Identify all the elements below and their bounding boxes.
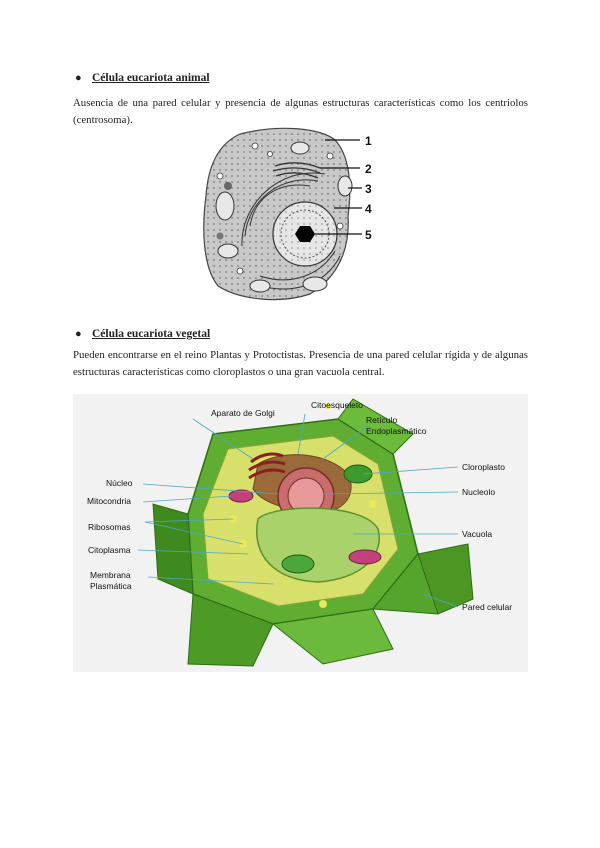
label-membrane-1: Membrana bbox=[90, 570, 131, 580]
animal-cell-description: Ausencia de una pared celular y presenci… bbox=[73, 95, 528, 129]
label-cytoplasm: Citoplasma bbox=[88, 545, 131, 555]
label-1: 1 bbox=[365, 134, 372, 148]
label-golgi: Aparato de Golgi bbox=[211, 408, 275, 418]
animal-cell-diagram: 1 2 3 4 5 bbox=[200, 126, 390, 304]
label-ribosomes: Ribosomas bbox=[88, 522, 131, 532]
plant-cell-description: Pueden encontrarse en el reino Plantas y… bbox=[73, 347, 528, 381]
bullet-icon: ● bbox=[75, 328, 82, 340]
animal-cell-heading-text: Célula eucariota animal bbox=[92, 72, 210, 84]
bullet-icon: ● bbox=[75, 72, 82, 84]
label-chloroplast: Cloroplasto bbox=[462, 462, 505, 472]
label-5: 5 bbox=[365, 228, 372, 242]
label-vacuole: Vacuola bbox=[462, 529, 492, 539]
animal-cell-heading: ● Célula eucariota animal bbox=[92, 72, 210, 84]
label-cytoskeleton: Citoesqueleto bbox=[311, 400, 363, 410]
plant-cell-diagram: Aparato de Golgi Citoesqueleto Retículo … bbox=[73, 394, 528, 672]
label-4: 4 bbox=[365, 202, 372, 216]
label-3: 3 bbox=[365, 182, 372, 196]
plant-cell-heading: ● Célula eucariota vegetal bbox=[92, 328, 210, 340]
label-2: 2 bbox=[365, 162, 372, 176]
label-cell-wall: Pared celular bbox=[462, 602, 512, 612]
label-membrane-2: Plasmática bbox=[90, 581, 132, 591]
label-er-1: Retículo bbox=[366, 415, 397, 425]
label-mitochondria: Mitocondria bbox=[87, 496, 131, 506]
label-er-2: Endoplasmático bbox=[366, 426, 427, 436]
label-nucleus: Núcleo bbox=[106, 478, 133, 488]
plant-cell-heading-text: Célula eucariota vegetal bbox=[92, 328, 210, 340]
label-nucleolus: Nucleolo bbox=[462, 487, 495, 497]
